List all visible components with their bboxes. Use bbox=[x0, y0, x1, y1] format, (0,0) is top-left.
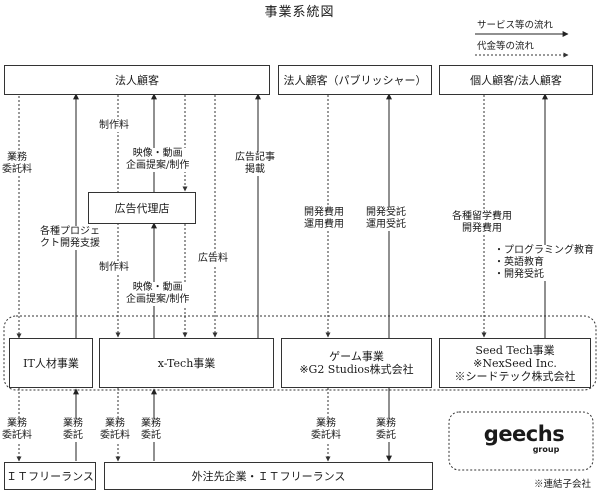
label-koukokuryo: 広告料 bbox=[198, 253, 228, 265]
box-corporate-customer: 法人顧客 bbox=[4, 65, 270, 95]
label-eizo-mid: 映像・動画企画提案/制作 bbox=[126, 282, 190, 306]
label-seisakuryo-top: 制作料 bbox=[99, 120, 129, 132]
box-seedtech: Seed Tech事業 ※NexSeed Inc. ※シードテック株式会社 bbox=[439, 338, 591, 388]
logo-container bbox=[448, 411, 594, 471]
box-individual-customer: 個人顧客/法人顧客 bbox=[439, 65, 593, 95]
box-game: ゲーム事業 ※G2 Studios株式会社 bbox=[281, 338, 432, 388]
game-name: ゲーム事業 bbox=[329, 350, 384, 363]
box-xtech: x-Tech事業 bbox=[99, 338, 274, 388]
label-kaihatsu-jutaku: 開発受託運用受託 bbox=[366, 207, 406, 231]
label-eizo-top: 映像・動画企画提案/制作 bbox=[126, 148, 190, 172]
seed-name: Seed Tech事業 bbox=[475, 343, 555, 357]
logo-wordmark: geechs bbox=[483, 422, 565, 446]
game-company: ※G2 Studios株式会社 bbox=[299, 363, 414, 376]
box-outsourcing: 外注先企業・ＩＴフリーランス bbox=[104, 462, 433, 490]
subsidiary-note: ※連結子会社 bbox=[534, 479, 592, 490]
box-it-freelance: ＩＴフリーランス bbox=[4, 462, 96, 490]
geechs-logo: geechs group bbox=[474, 423, 574, 454]
seed-company-2: ※シードテック株式会社 bbox=[454, 369, 576, 383]
label-b-itaku-3: 業務委託 bbox=[376, 418, 396, 442]
label-ryugaku-hiyo: 各種留学費用開発費用 bbox=[452, 211, 512, 235]
label-seisakuryo-mid: 制作料 bbox=[99, 262, 129, 274]
label-b-itakuryo-3: 業務委託料 bbox=[311, 418, 341, 442]
label-koukoku-kiji: 広告記事掲載 bbox=[235, 152, 275, 176]
box-ad-agency: 広告代理店 bbox=[88, 192, 196, 224]
label-gyomu-itakuryo: 業務委託料 bbox=[2, 152, 32, 176]
group-container bbox=[3, 315, 597, 391]
seed-company-1: ※NexSeed Inc. bbox=[473, 356, 557, 370]
label-kaihatsu-hiyo: 開発費用運用費用 bbox=[304, 207, 344, 231]
logo-group: group bbox=[532, 445, 560, 454]
label-b-itaku-2: 業務委託 bbox=[141, 418, 161, 442]
diagram-title: 事業系統図 bbox=[264, 5, 335, 20]
legend-service-label: サービス等の流れ bbox=[477, 20, 554, 31]
label-project-support: 各種プロジェクト開発支援 bbox=[40, 226, 100, 250]
box-publisher-customer: 法人顧客（パブリッシャー） bbox=[278, 65, 432, 95]
box-it-staffing: IT人材事業 bbox=[9, 338, 93, 388]
label-services-list: ・プログラミング教育・英語教育・開発受託 bbox=[494, 245, 594, 281]
label-b-itakuryo-2: 業務委託料 bbox=[100, 418, 130, 442]
label-b-itakuryo-1: 業務委託料 bbox=[2, 418, 32, 442]
legend-money-label: 代金等の流れ bbox=[477, 41, 535, 52]
label-b-itaku-1: 業務委託 bbox=[63, 418, 83, 442]
